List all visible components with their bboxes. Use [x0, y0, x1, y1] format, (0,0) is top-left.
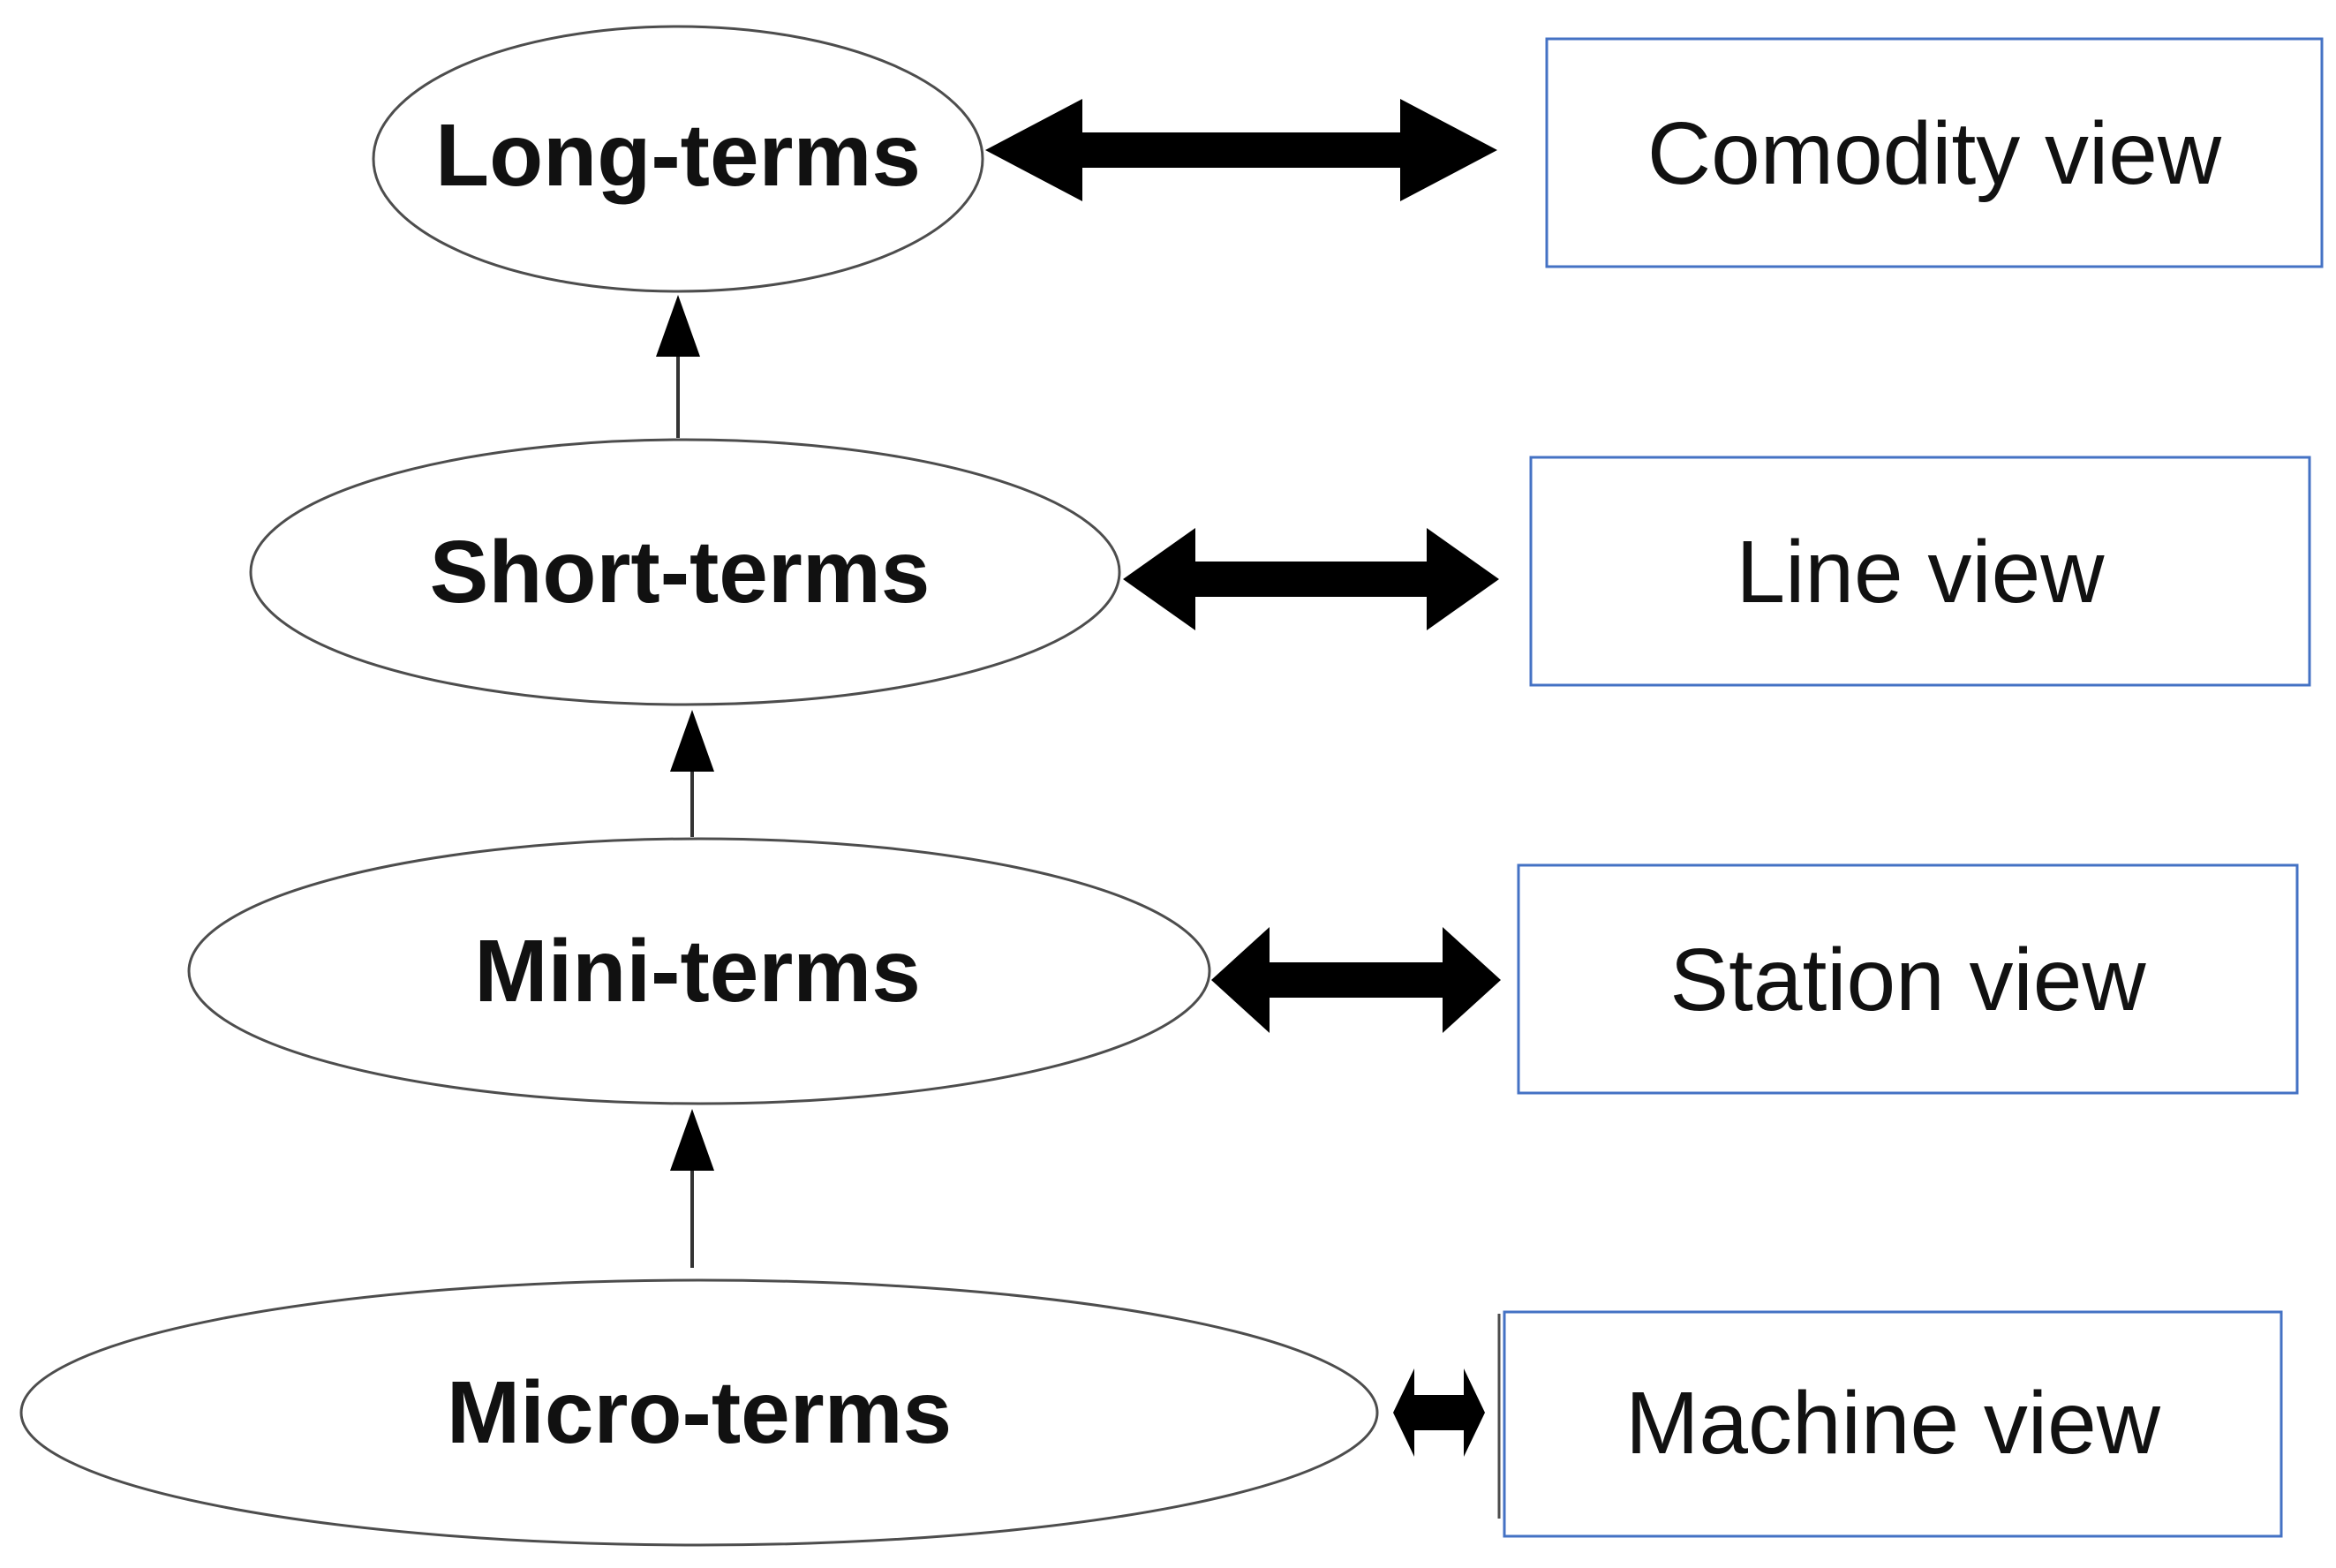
hierarchy-arrow-mini-to-short — [670, 710, 714, 837]
term-label-short: Short-terms — [430, 523, 931, 622]
term-node-mini: Mini-terms — [187, 837, 1211, 1105]
view-box-line: Line view — [1529, 456, 2311, 687]
view-label-commodity: Comodity view — [1647, 104, 2222, 203]
term-label-micro: Micro-terms — [447, 1363, 952, 1462]
view-label-machine: Machine view — [1625, 1374, 2161, 1473]
double-arrow-micro-machine — [1393, 1368, 1485, 1457]
view-box-station: Station view — [1517, 863, 2299, 1095]
view-box-machine: Machine view — [1497, 1310, 2283, 1538]
term-label-long: Long-terms — [435, 106, 921, 205]
hierarchy-arrow-short-to-long — [656, 295, 700, 438]
double-arrow-long-commodity — [985, 99, 1497, 201]
double-arrow-mini-station — [1211, 927, 1501, 1033]
view-label-line: Line view — [1737, 523, 2106, 622]
term-node-short: Short-terms — [249, 438, 1121, 706]
double-arrow-short-line — [1123, 528, 1499, 630]
term-node-long: Long-terms — [372, 25, 984, 293]
view-label-station: Station view — [1669, 931, 2146, 1029]
term-node-micro: Micro-terms — [19, 1278, 1379, 1547]
view-box-commodity: Comodity view — [1545, 37, 2324, 268]
term-label-mini: Mini-terms — [474, 922, 921, 1021]
hierarchy-arrow-micro-to-mini — [670, 1109, 714, 1268]
